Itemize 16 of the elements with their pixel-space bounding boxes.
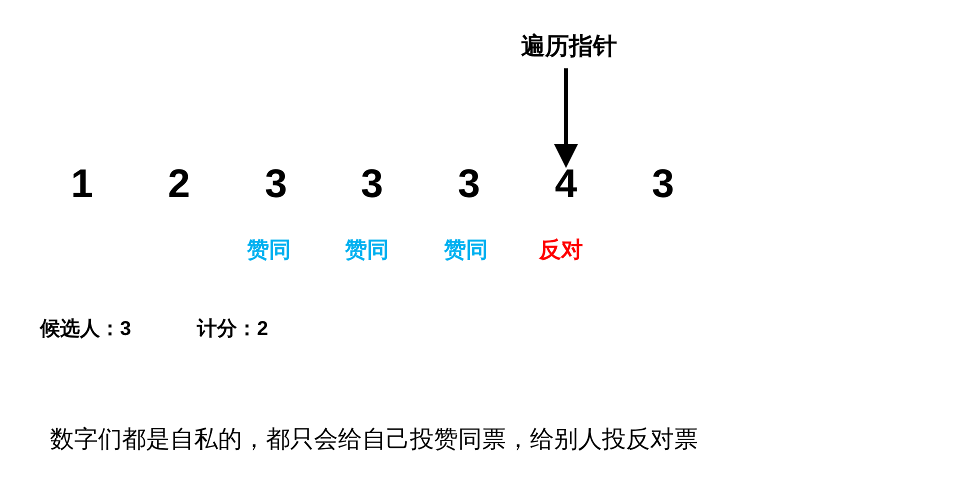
number-text: 3 bbox=[458, 162, 480, 206]
score-text: 计分：2 bbox=[197, 318, 268, 340]
arrow bbox=[554, 68, 578, 168]
vote-label: 赞同 bbox=[444, 238, 488, 262]
note-text: 数字们都是自私的，都只会给自己投赞同票，给别人投反对票 bbox=[50, 426, 698, 454]
number-text: 3 bbox=[264, 162, 288, 206]
number-text: 2 bbox=[168, 162, 190, 206]
candidate-text: 候选人：3 bbox=[40, 318, 132, 340]
vote-label: 赞同 bbox=[247, 238, 291, 262]
pointer-label: 遍历指针 bbox=[521, 34, 617, 60]
number-text: 4 bbox=[554, 162, 578, 206]
number-text: 1 bbox=[70, 162, 94, 206]
vote-label: 反对 bbox=[539, 238, 583, 262]
number-text: 3 bbox=[652, 162, 674, 206]
vote-label: 赞同 bbox=[345, 238, 389, 262]
number-text: 3 bbox=[360, 162, 384, 206]
